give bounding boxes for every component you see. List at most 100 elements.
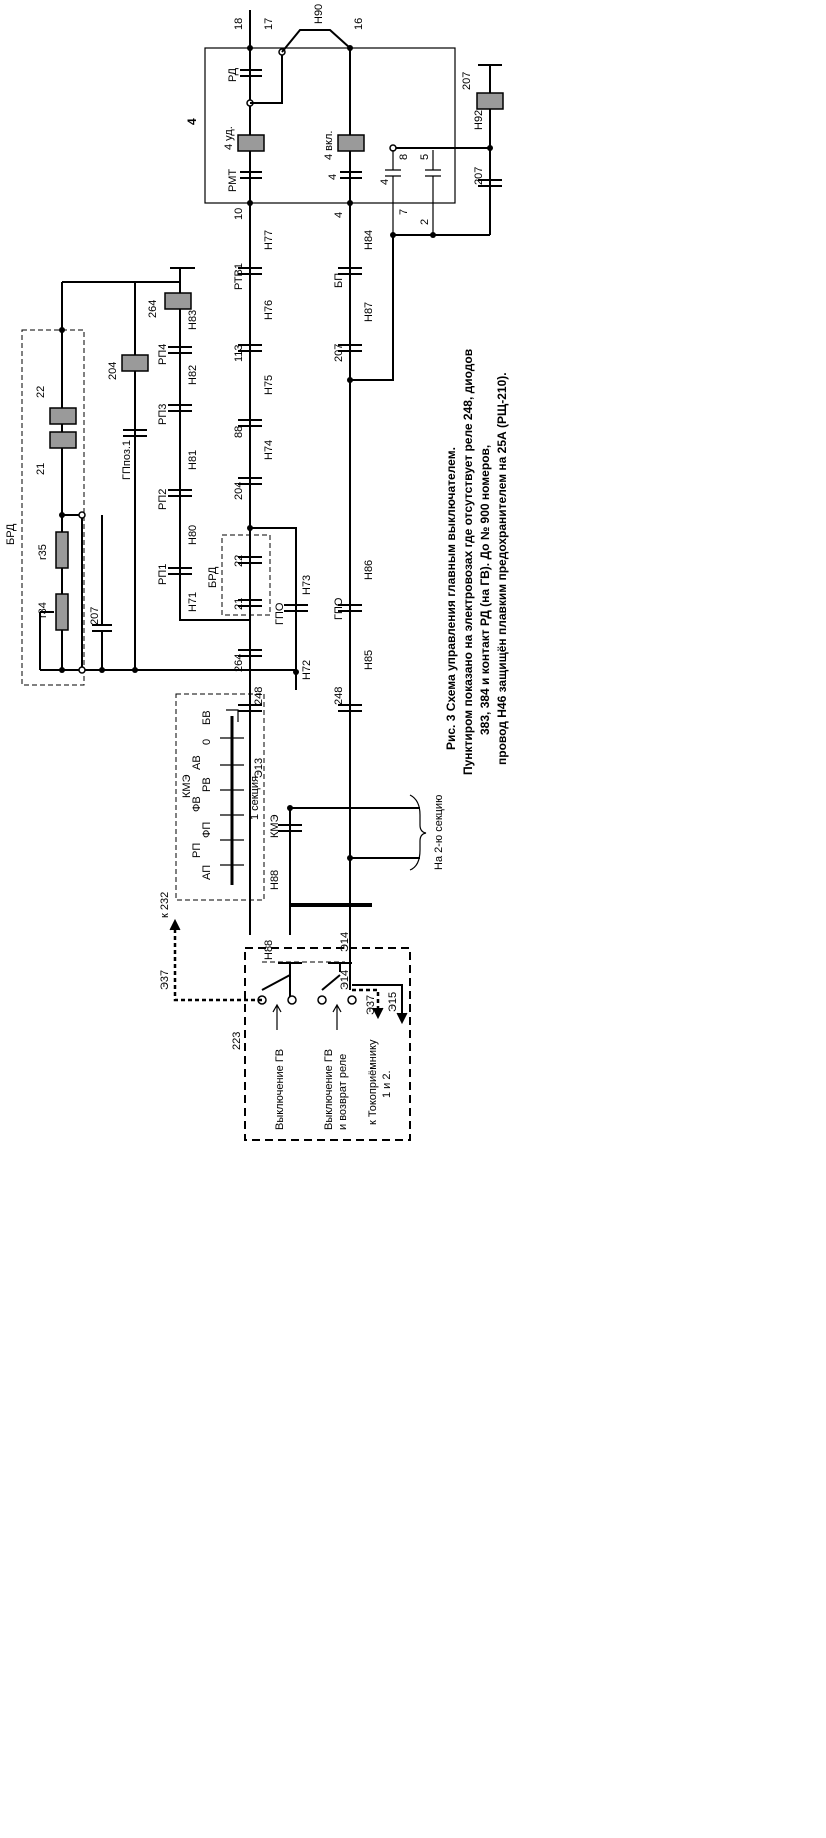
switch-223-label: 223	[231, 1032, 243, 1050]
pos-kme: КМЭ	[181, 774, 193, 798]
wire-n82: Н82	[187, 365, 199, 385]
pos-fv: ФВ	[191, 796, 203, 812]
bus-node-4	[132, 667, 138, 673]
coil-264	[164, 292, 192, 310]
brd-bypass-wire	[250, 527, 297, 690]
brd-21-label: 21	[233, 598, 245, 610]
contact-248-lower	[338, 704, 362, 712]
wire-n74: Н74	[263, 440, 275, 460]
brd-main-box	[21, 329, 85, 686]
rd-bypass-wire	[250, 55, 283, 104]
pos-av: АВ	[191, 755, 203, 770]
switch-term-2a[interactable]	[317, 995, 327, 1005]
caption-line-3: 383, 384 и контакт РД (на ГВ). До № 900 …	[478, 445, 492, 735]
gpo-lower-contact	[338, 604, 362, 612]
c207-label: 207	[89, 607, 101, 625]
pin-18-label: 18	[233, 18, 245, 30]
e15-wire	[352, 984, 403, 1015]
e37-dashed-wire-2	[352, 988, 380, 1010]
n7-label: 7	[398, 209, 410, 215]
lower-207-label: 207	[333, 344, 345, 362]
pos-rp: РП	[191, 843, 203, 858]
coil-264-label: 264	[147, 300, 159, 318]
rd-label: РД	[227, 67, 239, 82]
n8-label: 8	[398, 154, 410, 160]
e15-arrow	[396, 1012, 408, 1025]
pin-10-label: 10	[233, 208, 245, 220]
switch-button-2	[321, 962, 352, 991]
bus-node-1	[59, 667, 65, 673]
coil-204	[121, 354, 149, 372]
brd-contact-22	[238, 556, 262, 564]
r34-label: r34	[37, 602, 49, 618]
node-113: 113	[233, 344, 245, 362]
brd-contact-21	[238, 599, 262, 607]
wire-n71: Н71	[187, 592, 199, 612]
switch-term-2b[interactable]	[347, 995, 357, 1005]
rmt-label: РМТ	[227, 169, 239, 192]
gpo-lower-label: ГПО	[333, 597, 345, 620]
contact-207-top	[478, 179, 502, 187]
wire-n72: Н72	[301, 660, 313, 680]
caption-line-1: Рис. 3 Схема управления главным выключат…	[444, 447, 458, 750]
brd-21-main: 21	[35, 463, 47, 475]
contact-207-lower	[338, 344, 362, 352]
resistor-r34	[55, 593, 69, 631]
aux-contact-8-7	[385, 150, 401, 235]
feed-terminal	[170, 267, 195, 282]
wire-e13: Э13	[253, 758, 265, 778]
wire-e14: Э14	[339, 932, 351, 952]
aux-contact-5-2	[425, 150, 441, 235]
btn1-label: Выключение ГВ	[274, 1049, 286, 1130]
switch-e14-label: Э14	[339, 970, 351, 990]
block-4-frame	[204, 47, 456, 204]
pos-fp: ФП	[201, 822, 213, 838]
brd-small-box	[221, 534, 271, 616]
brd-22-main: 22	[35, 386, 47, 398]
n5-label: 5	[419, 154, 431, 160]
pin-17-label: 17	[263, 18, 275, 30]
r35-label: r35	[37, 544, 49, 560]
gppoz-label: ГПпоз.1	[121, 440, 133, 480]
e37-arrow-2	[372, 1007, 384, 1020]
wire-n84: Н84	[363, 230, 375, 250]
controller-section: 1 секция	[249, 776, 261, 820]
wire-n88: Н88	[269, 870, 281, 890]
top-feed-wire	[62, 281, 181, 300]
brd-coil-22	[49, 407, 77, 425]
brd-coil-21	[49, 431, 77, 449]
lower-to-aux-wire	[350, 235, 394, 381]
e37-label: Э37	[159, 970, 171, 990]
contact-248-upper	[238, 704, 262, 712]
bus-node-3	[99, 667, 105, 673]
e37-arrow	[169, 918, 181, 931]
switch-term-1b[interactable]	[287, 995, 297, 1005]
switch-button-1	[261, 962, 302, 991]
btn2b-label: и возврат реле	[337, 1054, 349, 1130]
upper-line-contacts	[238, 267, 262, 485]
wire-n86: Н86	[363, 560, 375, 580]
brd-odot-1	[78, 511, 86, 519]
btn2a-label: Выключение ГВ	[323, 1049, 335, 1130]
n2-label: 2	[419, 219, 431, 225]
pin-4-label: 4	[333, 212, 345, 218]
switch-n88-label: Н88	[263, 940, 275, 960]
switch-223-box	[244, 947, 411, 1141]
kme-label: КМЭ	[269, 814, 281, 838]
relay-207-wire2-label: 207	[473, 167, 485, 185]
coil-4-vkl	[337, 134, 365, 152]
to-pant2-label: 1 и 2.	[381, 1070, 393, 1098]
wire-n80: Н80	[187, 525, 199, 545]
relay-207-node	[487, 145, 493, 151]
pos-bv: БВ	[201, 710, 213, 725]
caption-line-4: провод Н46 защищён плавким предохранител…	[495, 372, 509, 765]
block-4-title: 4	[185, 118, 199, 125]
arrow-btn2	[332, 1003, 342, 1030]
rp2-label: РП2	[157, 489, 169, 510]
wire-n90-label: Н90	[313, 4, 325, 24]
brd-small-label: БРД	[207, 566, 219, 588]
coil-vkl-label: 4 вкл.	[323, 131, 335, 160]
brd-node-top	[59, 327, 65, 333]
coil-ud-label: 4 уд.	[223, 126, 235, 150]
rp4-label: РП4	[157, 344, 169, 365]
